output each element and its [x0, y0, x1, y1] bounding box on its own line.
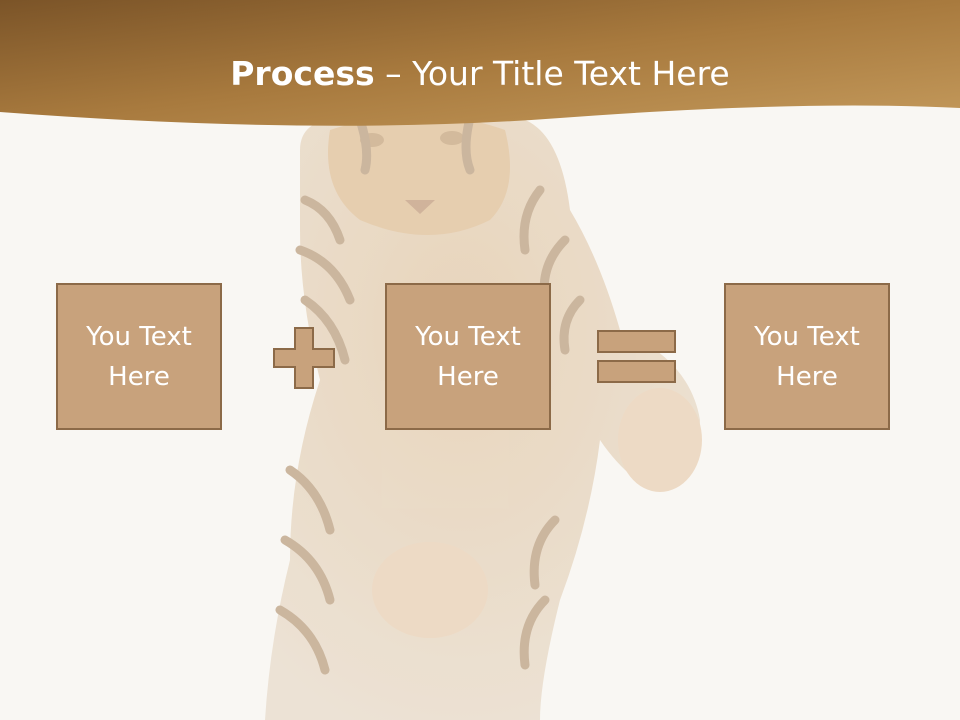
equals-icon	[597, 330, 676, 383]
process-box-2[interactable]: You Text Here	[385, 283, 551, 430]
plus-icon	[273, 327, 335, 389]
process-box-1-text: You Text Here	[86, 321, 192, 392]
page-title: Process – Your Title Text Here	[0, 50, 960, 98]
process-box-3[interactable]: You Text Here	[724, 283, 890, 430]
header-band	[0, 0, 960, 126]
title-rest: – Your Title Text Here	[374, 54, 730, 93]
title-bold: Process	[230, 54, 375, 93]
process-box-2-text: You Text Here	[415, 321, 521, 392]
process-box-1[interactable]: You Text Here	[56, 283, 222, 430]
process-box-3-text: You Text Here	[754, 321, 860, 392]
